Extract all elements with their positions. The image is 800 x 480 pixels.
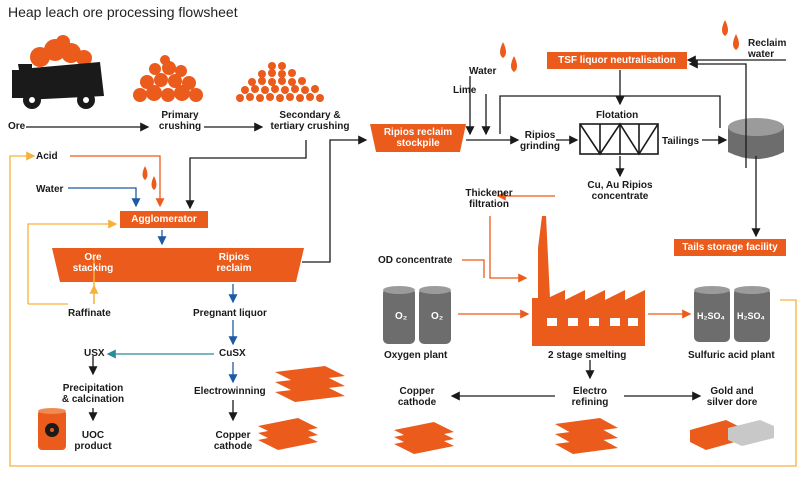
sulfuric-acid-tanks-icon [694, 286, 770, 342]
copper-cathode-left-icon [258, 418, 318, 450]
ore-label: Ore [8, 121, 26, 132]
oxygen-tanks-icon [383, 286, 451, 344]
primary-crushing-label: Primary crushing [158, 110, 202, 132]
flotation-cells-icon [579, 122, 659, 156]
ripios-stockpile-label: Ripios reclaim stockpile [383, 127, 453, 149]
pregnant-liquor-label: Pregnant liquor [193, 308, 267, 319]
copper-cathode-right-icon [394, 422, 454, 454]
copper-cathode-right-label: Copper cathode [397, 386, 437, 408]
tails-storage-label: Tails storage facility [682, 242, 778, 253]
tsf-neutralisation-label: TSF liquor neutralisation [558, 55, 676, 66]
tails-storage-box [674, 239, 786, 256]
thickener-label: Thickener filtration [465, 188, 513, 210]
water-label-left: Water [36, 184, 64, 195]
tailings-tank-icon [728, 118, 784, 159]
water-drops-icon [142, 166, 157, 190]
oxygen-plant-label: Oxygen plant [384, 350, 448, 361]
usx-label: USX [84, 348, 105, 359]
uoc-barrel-icon [38, 408, 66, 450]
o2-label-a: O₂ [395, 311, 408, 322]
reclaim-water-drops-icon [722, 20, 739, 50]
page-title: Heap leach ore processing flowsheet [8, 4, 238, 20]
smelting-label: 2 stage smelting [548, 350, 627, 361]
agglomerator-label: Agglomerator [131, 214, 197, 225]
acid-label: Acid [36, 151, 58, 162]
copper-cathode-left-label: Copper cathode [213, 430, 253, 452]
ripios-grinding-label: Ripios grinding [520, 130, 560, 152]
precipitation-label: Precipitation & calcination [61, 383, 125, 405]
raffinate-label: Raffinate [68, 308, 111, 319]
tailings-label: Tailings [662, 136, 700, 147]
flotation-label: Flotation [596, 110, 639, 121]
ore-stacking-label: Ore stacking [72, 252, 114, 274]
primary-ore-pile-icon [133, 55, 203, 102]
sulfuric-acid-plant-label: Sulfuric acid plant [688, 350, 775, 361]
heap-pad-shape [52, 248, 304, 282]
tsf-box [547, 52, 687, 69]
electrowinning-plates-icon [275, 366, 345, 402]
o2-label-b: O₂ [431, 311, 444, 322]
cusx-label: CuSX [219, 348, 246, 359]
h2so4-label-a: H₂SO₄ [697, 311, 725, 321]
concentrate-label: Cu, Au Ripios concentrate [587, 180, 653, 202]
od-concentrate-label: OD concentrate [378, 255, 453, 266]
uoc-product-label: UOC product [74, 430, 112, 452]
gold-silver-bars-icon [690, 420, 774, 450]
h2so4-label-b: H₂SO₄ [737, 311, 765, 321]
smelter-icon [532, 216, 645, 346]
water-label-top: Water [469, 66, 497, 77]
electro-refining-label: Electro refining [571, 386, 609, 408]
haul-truck-icon [12, 35, 104, 109]
electrowinning-label: Electrowinning [194, 386, 266, 397]
secondary-ore-pile-icon [236, 62, 324, 102]
reclaim-water-label: Reclaim water [748, 38, 787, 60]
agglomerator-box [120, 211, 208, 228]
secondary-crushing-label: Secondary & tertiary crushing [270, 110, 350, 132]
gold-silver-label: Gold and silver dore [706, 386, 758, 408]
electrorefining-plates-icon [555, 418, 618, 454]
ripios-stockpile-shape [370, 124, 466, 152]
lime-label: Lime [453, 85, 477, 96]
water-drops-top-icon [500, 42, 517, 72]
ripios-reclaim-label: Ripios reclaim [216, 252, 252, 274]
